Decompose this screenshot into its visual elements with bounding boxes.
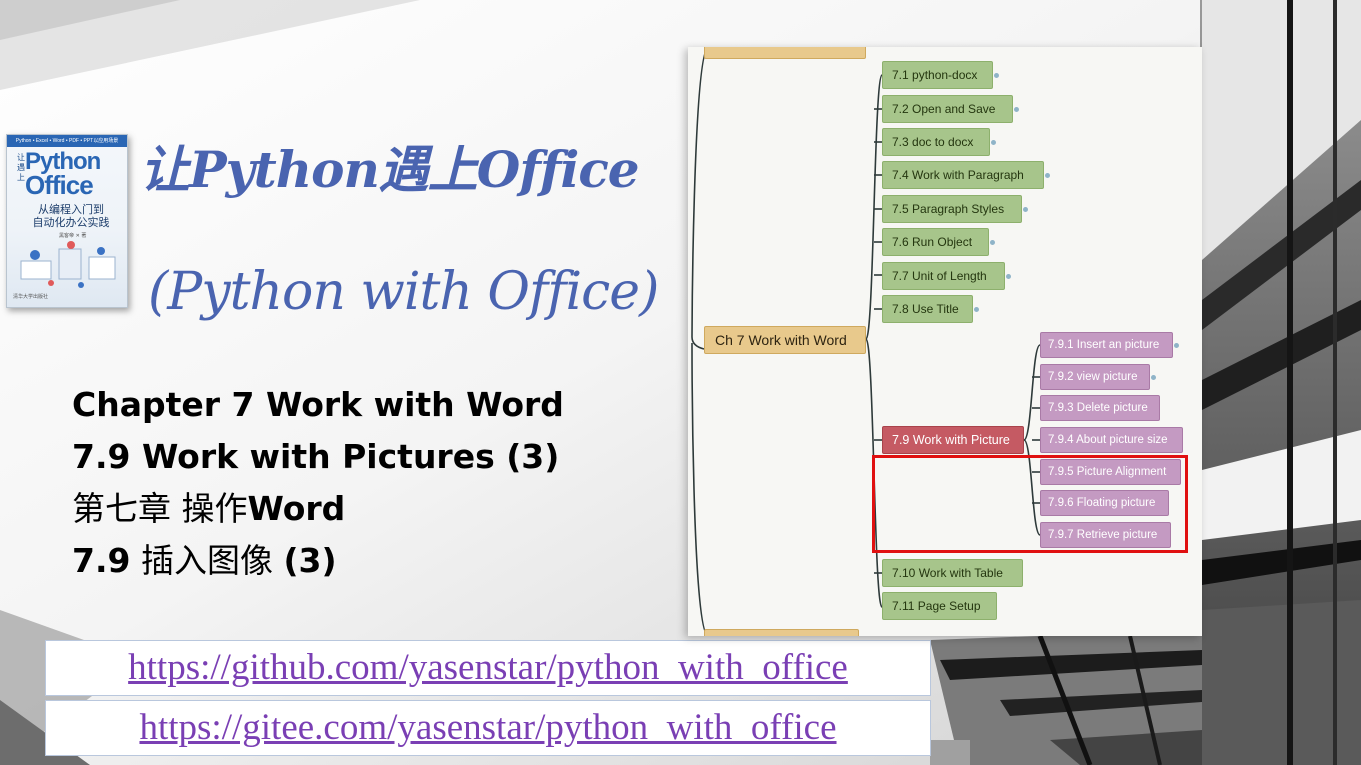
collapse-dot[interactable]	[991, 140, 996, 145]
collapse-dot[interactable]	[1174, 343, 1179, 348]
collapse-dot[interactable]	[1045, 173, 1050, 178]
mindmap-node-7-6[interactable]: 7.6 Run Object	[882, 228, 989, 256]
mindmap-node-7-9-5[interactable]: 7.9.5 Picture Alignment	[1040, 459, 1181, 485]
book-publisher: 清华大学出版社	[13, 294, 49, 300]
book-vertical-text: 让 遇 上	[17, 153, 25, 182]
mindmap-node-7-5[interactable]: 7.5 Paragraph Styles	[882, 195, 1022, 223]
collapse-dot[interactable]	[974, 307, 979, 312]
mindmap-node-7-8[interactable]: 7.8 Use Title	[882, 295, 973, 323]
mindmap-node-next-chapter[interactable]	[704, 629, 859, 636]
collapse-dot[interactable]	[994, 73, 999, 78]
mindmap-node-7-2[interactable]: 7.2 Open and Save	[882, 95, 1013, 123]
chapter-title: Chapter 7 Work with Word	[72, 385, 564, 424]
github-link[interactable]: https://github.com/yasenstar/python_with…	[128, 647, 848, 688]
gitee-link[interactable]: https://gitee.com/yasenstar/python_with_…	[139, 707, 837, 748]
mindmap-node-7-11[interactable]: 7.11 Page Setup	[882, 592, 997, 620]
mindmap-node-7-9-1[interactable]: 7.9.1 Insert an picture	[1040, 332, 1173, 358]
book-title-python: Python	[25, 148, 101, 175]
mindmap-node-7-3[interactable]: 7.3 doc to docx	[882, 128, 990, 156]
mindmap-node-7-10[interactable]: 7.10 Work with Table	[882, 559, 1023, 587]
mindmap-node-7-9-3[interactable]: 7.9.3 Delete picture	[1040, 395, 1160, 421]
page-title-english: (Python with Office)	[148, 262, 659, 322]
book-subtitle-line1: 从编程入门到	[38, 203, 104, 216]
book-author: 黑客帝 ✕ 著	[59, 233, 87, 239]
book-cover-image: Python • Excel • Word • PDF • PPT以应用场景 让…	[6, 134, 128, 308]
section-cn-text: 插入图像	[130, 541, 284, 580]
collapse-dot[interactable]	[1151, 375, 1156, 380]
github-link-box: https://github.com/yasenstar/python_with…	[45, 640, 931, 696]
mindmap-node-7-9-4[interactable]: 7.9.4 About picture size	[1040, 427, 1183, 453]
mindmap-panel: Ch 7 Work with Word 7.1 python-docx 7.2 …	[688, 47, 1202, 636]
mindmap-node-7-7[interactable]: 7.7 Unit of Length	[882, 262, 1005, 290]
highlight-box	[872, 455, 1188, 553]
section-title-chinese: 7.9 插入图像 (3)	[72, 541, 337, 581]
section-cn-suffix: (3)	[283, 541, 337, 580]
collapse-dot[interactable]	[990, 240, 995, 245]
mindmap-node-7-9-6[interactable]: 7.9.6 Floating picture	[1040, 490, 1169, 516]
page-title-chinese: 让Python遇上Office	[140, 140, 640, 199]
mindmap-node-root[interactable]: Ch 7 Work with Word	[704, 326, 866, 354]
mindmap-node-7-9[interactable]: 7.9 Work with Picture	[882, 426, 1024, 454]
book-strip: Python • Excel • Word • PDF • PPT以应用场景	[7, 135, 127, 147]
mindmap-node-7-4[interactable]: 7.4 Work with Paragraph	[882, 161, 1044, 189]
chapter-cn-word: Word	[247, 489, 346, 528]
book-subtitle-line2: 自动化办公实践	[32, 216, 110, 229]
book-illustration	[20, 241, 116, 288]
section-title: 7.9 Work with Pictures (3)	[72, 437, 560, 476]
mindmap-node-7-9-2[interactable]: 7.9.2 view picture	[1040, 364, 1150, 390]
book-title-office: Office	[25, 170, 94, 200]
gitee-link-box: https://gitee.com/yasenstar/python_with_…	[45, 700, 931, 756]
section-cn-number: 7.9	[72, 541, 131, 580]
collapse-dot[interactable]	[1006, 274, 1011, 279]
mindmap-node-prev-chapter[interactable]	[704, 47, 866, 59]
collapse-dot[interactable]	[1014, 107, 1019, 112]
mindmap-node-7-1[interactable]: 7.1 python-docx	[882, 61, 993, 89]
book-subtitle: 从编程入门到 自动化办公实践	[31, 203, 111, 229]
chapter-title-chinese: 第七章 操作Word	[72, 489, 345, 529]
collapse-dot[interactable]	[1023, 207, 1028, 212]
chapter-cn-text: 第七章 操作	[72, 489, 248, 528]
mindmap-node-7-9-7[interactable]: 7.9.7 Retrieve picture	[1040, 522, 1171, 548]
